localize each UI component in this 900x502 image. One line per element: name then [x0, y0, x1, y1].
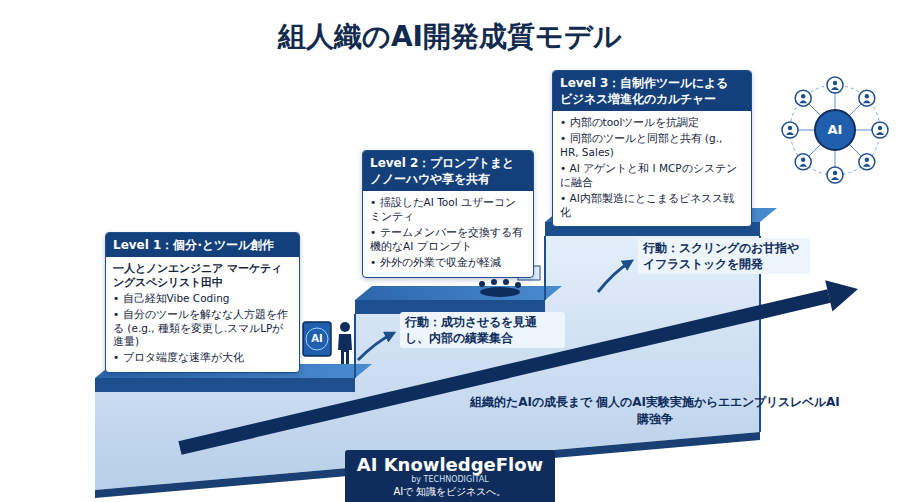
hub-core	[815, 110, 855, 150]
meeting-person	[491, 279, 497, 285]
ai-hub-network	[782, 77, 888, 183]
person-head	[340, 322, 350, 332]
step-front	[95, 378, 355, 392]
hub-satellite	[795, 90, 811, 106]
satellite-glyph	[863, 164, 871, 167]
card-text: • 自己経知Vibe Coding	[106, 291, 299, 307]
satellite-glyph	[831, 87, 839, 90]
card-text: 一人とノンエンジニア マーケティングスペシリスト田中	[106, 261, 299, 291]
satellite-glyph	[786, 132, 794, 135]
riser-edge	[354, 314, 356, 378]
logo-text: AI KnowledgeFlow	[353, 454, 547, 476]
person-figure	[338, 322, 352, 364]
card-text: • 揺設したAI Tool ユザーコンミンティ	[363, 195, 533, 225]
card-text: • 同部のツールと同部と共有 (g., HR, Sales)	[553, 131, 751, 161]
action-note: 行動：スクリングのお甘指や イフラストックを開発	[638, 238, 810, 274]
card-text: • ブロタ端度な速準が大化	[106, 350, 299, 366]
growth-arrow-head	[825, 280, 858, 311]
card-heading: Level 2：プロンプトまと ノノーハウや享を共有	[363, 151, 533, 191]
satellite-glyph	[865, 158, 869, 162]
hub-satellite	[859, 154, 875, 170]
logo-text: AIで 知識をビジネスへ。	[353, 485, 547, 498]
satellite-glyph	[801, 94, 805, 98]
satellite-glyph	[878, 126, 882, 130]
meeting-person	[503, 279, 509, 285]
hub-ring	[790, 85, 880, 175]
satellite-glyph	[863, 100, 871, 103]
growth-caption: 組織的たAIの成長まで 個人のAI実験実施からエエンプリスレベルAI購強争	[470, 394, 840, 428]
hub-satellite	[859, 90, 875, 106]
satellite-glyph	[833, 171, 837, 175]
card-heading: Level 1：個分·とツール創作	[106, 233, 299, 257]
card-text: • テームメンバーを交換する有機的なAI プロンプト	[363, 225, 533, 255]
satellite-glyph	[788, 126, 792, 130]
satellite-glyph	[876, 132, 884, 135]
satellite-glyph	[801, 158, 805, 162]
hub-satellite	[872, 122, 888, 138]
satellite-glyph	[799, 100, 807, 103]
logo-text: by TECHNODIGITAL	[353, 475, 547, 485]
card-text: • AI アゲントと和 I MCPのシステンに融合	[553, 161, 751, 191]
riser-edge	[544, 236, 546, 300]
action-arrow	[598, 262, 630, 292]
level-card: Level 2：プロンプトまと ノノーハウや享を共有 • 揺設したAI Tool …	[362, 150, 534, 278]
card-text: • 内部のtoolツールを抗調定	[553, 115, 751, 131]
satellite-glyph	[833, 81, 837, 85]
logo-box: AI KnowledgeFlowby TECHNODIGITALAIで 知識をビ…	[345, 450, 555, 502]
satellite-glyph	[831, 177, 839, 180]
meeting-table	[480, 287, 520, 297]
meeting-person	[515, 282, 521, 288]
tablet-icon	[303, 322, 331, 356]
hub-satellite	[795, 154, 811, 170]
action-note: 行動：成功させるを見通し、内部の績業集合	[400, 312, 565, 348]
card-text: • 自分のツールを解なな人方題を作る (e.g., 種類を変更し.スマルLPが進…	[106, 307, 299, 351]
action-arrow	[358, 334, 392, 360]
hub-satellite	[827, 77, 843, 93]
diagram-title: 組人織のAI開発成質モデル	[120, 18, 780, 56]
satellite-glyph	[865, 94, 869, 98]
level-card: Level 1：個分·とツール創作一人とノンエンジニア マーケティングスペシリス…	[105, 232, 300, 373]
icon-label: AI	[303, 333, 331, 345]
meeting-person	[479, 281, 485, 287]
tablet-screen	[303, 322, 331, 356]
satellite-glyph	[799, 164, 807, 167]
step-tread	[355, 286, 562, 300]
hub-satellite	[782, 122, 798, 138]
card-text: • AI内部製造にとこまるビネスス戦化	[553, 191, 751, 221]
card-text: • 外外の外業で収金が軽減	[363, 255, 533, 271]
level-card: Level 3：自制作ツールによる ビジネス増進化のカルチャー • 内部のtool…	[552, 70, 752, 227]
icon-label: AI	[815, 122, 855, 138]
person-body	[338, 334, 352, 364]
hub-satellite	[827, 167, 843, 183]
card-heading: Level 3：自制作ツールによる ビジネス増進化のカルチャー	[553, 71, 751, 111]
